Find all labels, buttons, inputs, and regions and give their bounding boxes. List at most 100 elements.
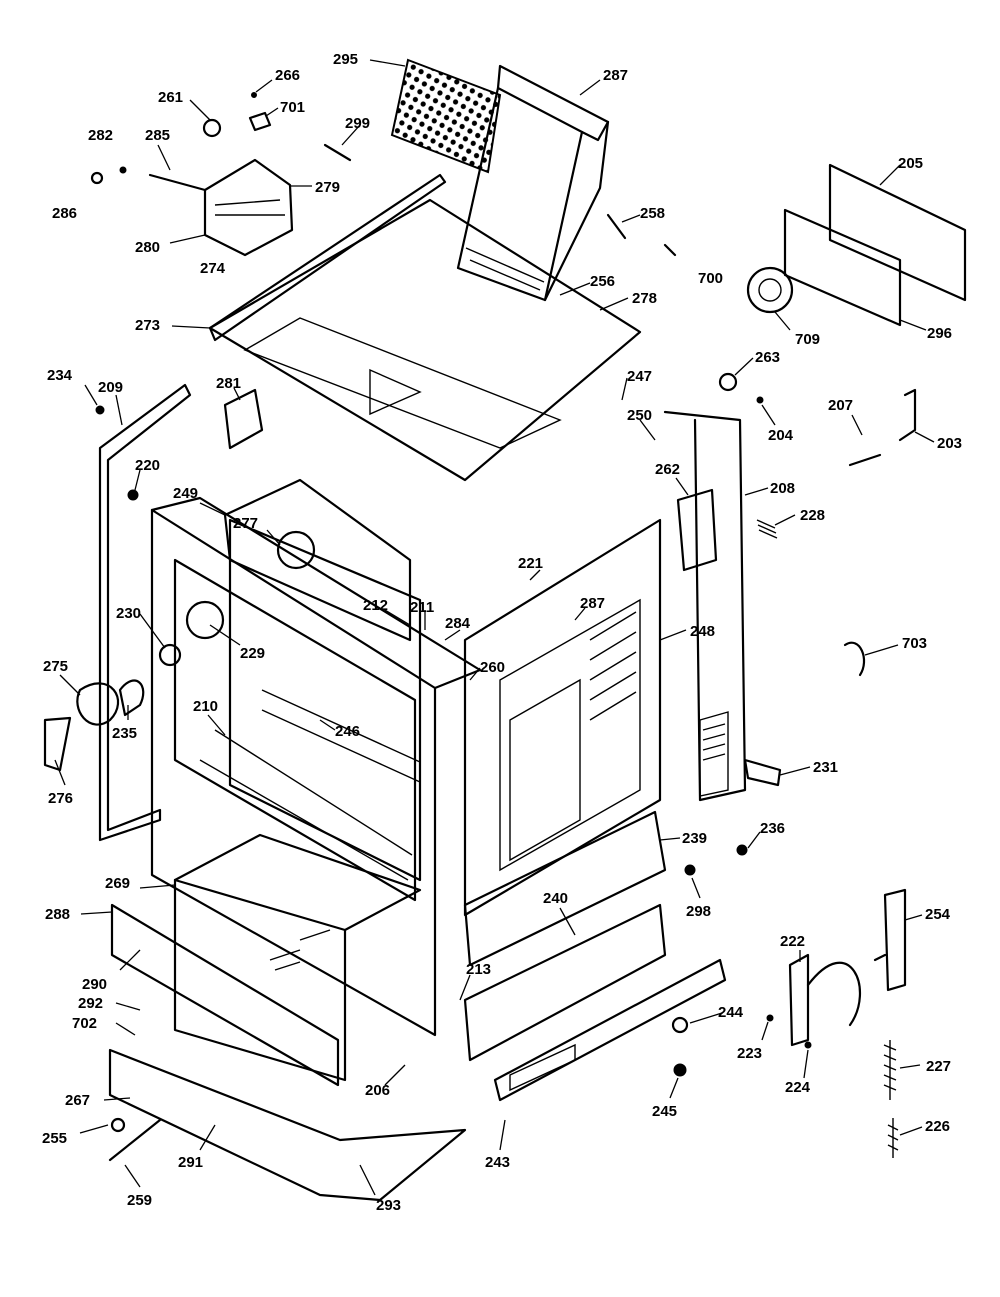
label-259: 259 [127,1192,152,1209]
label-230: 230 [116,605,141,622]
part-drawer-box [173,878,347,1082]
label-229: 229 [240,645,265,662]
part-clip-701 [248,111,272,132]
part-flue-duct [496,64,610,142]
label-212: 212 [363,597,388,614]
part-burner-ring [276,530,316,570]
label-281: 281 [216,375,241,392]
label-287-top: 287 [603,67,628,84]
label-226: 226 [925,1118,950,1135]
part-back-panel-205 [828,163,967,302]
part-mesh-screen [390,58,502,174]
label-234: 234 [47,367,73,384]
label-243: 243 [485,1154,510,1171]
label-292: 292 [78,995,103,1012]
label-701: 701 [280,99,305,116]
part-knob-275 [76,682,120,726]
part-orifice-261 [202,118,222,138]
label-254: 254 [925,906,951,923]
label-262: 262 [655,461,680,478]
part-leveler-255 [110,1117,126,1133]
part-tube-285 [148,173,207,192]
label-703: 703 [902,635,927,652]
part-screw-298 [684,864,696,876]
part-screw-223 [766,1014,774,1022]
part-broiler-drawer [463,903,667,1062]
label-276: 276 [48,790,73,807]
label-231: 231 [813,759,838,776]
part-hinge-254 [873,888,907,992]
part-side-panel [463,518,662,917]
part-bottom-tray [110,903,340,1087]
label-278: 278 [632,290,657,307]
label-227: 227 [926,1058,951,1075]
part-left-side [98,383,192,842]
part-cap-286 [90,171,104,185]
label-266: 266 [275,67,300,84]
label-220: 220 [135,457,160,474]
part-igniter-assembly [203,158,294,257]
part-screw-220 [127,489,139,501]
label-250: 250 [627,407,652,424]
label-211: 211 [410,599,434,616]
label-246: 246 [335,723,360,740]
label-210: 210 [193,698,218,715]
label-245: 245 [652,1103,677,1120]
part-rod-259 [108,1118,162,1162]
part-spring-228 [756,519,778,539]
part-screw-224 [804,1041,812,1049]
part-front-frame [150,508,437,1037]
label-261: 261 [158,89,183,106]
part-bracket-231 [743,758,782,787]
part-screw-282 [119,166,127,174]
part-burner-709 [746,266,794,314]
part-kick-panel [108,1048,467,1202]
label-258: 258 [640,205,665,222]
part-spring-227 [883,1040,897,1100]
part-thermostat-229 [185,600,225,640]
label-248: 248 [690,623,715,640]
part-screw-207 [848,453,882,467]
label-269: 269 [105,875,130,892]
label-275: 275 [43,658,68,675]
part-knob-230 [158,643,182,667]
part-left-control [223,478,412,642]
label-284: 284 [445,615,471,632]
label-293: 293 [376,1197,401,1214]
label-274: 274 [200,260,226,277]
label-279: 279 [315,179,340,196]
label-209: 209 [98,379,123,396]
parts-drawing [43,58,967,1202]
part-cord-203 [898,388,917,442]
part-oven-cavity [228,518,422,882]
part-bracket-276 [43,716,72,772]
label-224: 224 [785,1079,811,1096]
label-221: 221 [518,555,543,572]
label-213: 213 [466,961,491,978]
part-top-panel [208,198,642,482]
label-280: 280 [135,239,160,256]
part-nut-263 [718,372,738,392]
part-labels: 295 266 261 701 287 282 285 299 279 286 … [42,51,962,1214]
label-235: 235 [112,725,137,742]
label-295: 295 [333,51,358,68]
part-screw-204 [756,396,764,404]
part-clip-703 [843,641,866,677]
label-223: 223 [737,1045,762,1062]
label-290: 290 [82,976,107,993]
label-206: 206 [365,1082,390,1099]
part-back-rail [663,410,747,802]
label-286: 286 [52,205,77,222]
label-288: 288 [45,906,70,923]
part-bracket-258 [606,213,627,240]
label-291: 291 [178,1154,203,1171]
label-255: 255 [42,1130,67,1147]
label-298: 298 [686,903,711,920]
part-crossbar [463,810,667,967]
label-204: 204 [768,427,794,444]
label-282: 282 [88,127,113,144]
part-grommet-244 [671,1016,689,1034]
part-spring-226 [887,1118,899,1158]
part-hinge-222 [788,953,810,1047]
